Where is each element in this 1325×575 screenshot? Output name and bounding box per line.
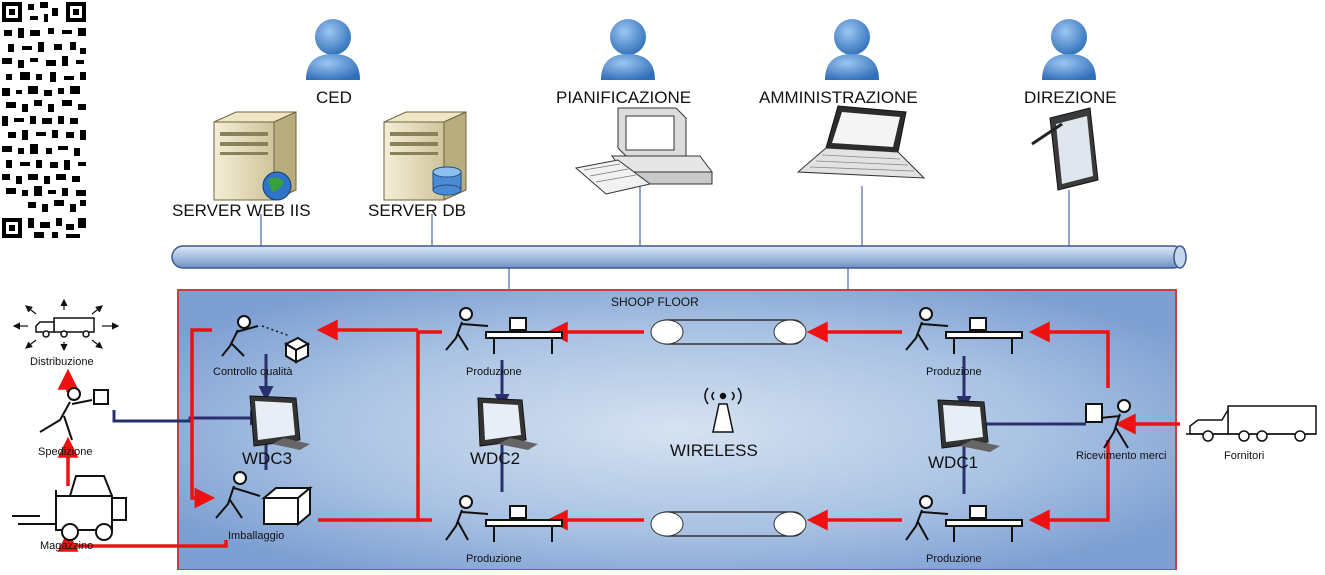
terminal-wdc2-icon: [477, 397, 538, 450]
station-produzione-bl-icon: [445, 495, 563, 542]
user-label-pianificazione: PIANIFICAZIONE: [556, 88, 692, 107]
station-imballaggio-icon: [215, 471, 313, 527]
station-controllo-icon: [221, 315, 311, 364]
terminal-wdc1-icon: [937, 399, 1000, 452]
wireless-antenna-icon: [704, 387, 742, 433]
user-label-amministrazione: AMMINISTRAZIONE: [759, 88, 918, 107]
server-label-web: SERVER WEB IIS: [172, 201, 311, 220]
laptop-icon: [796, 105, 926, 179]
station-ricevimento-icon: [1085, 399, 1131, 449]
terminal-label-wdc2: WDC2: [470, 449, 521, 468]
station-label-produzione-tr: Produzione: [926, 366, 982, 378]
server-db-icon: [383, 111, 467, 201]
terminal-label-wdc1: WDC1: [928, 453, 979, 472]
station-produzione-tr-icon: [905, 307, 1023, 354]
user-icon-direzione: [1042, 19, 1096, 80]
label-fornitori: Fornitori: [1224, 450, 1265, 462]
desktop-computer-icon: [574, 107, 713, 195]
user-icon-pianificazione: [601, 19, 655, 80]
shop-floor-title: SHOOP FLOOR: [611, 295, 699, 309]
label-magazzino: Magazzino: [40, 540, 94, 552]
qr-code: [0, 0, 90, 242]
conveyor-top: [650, 319, 807, 345]
terminal-label-wdc3: WDC3: [242, 449, 293, 468]
label-spedizione: Spedizione: [38, 446, 93, 458]
backbone-drops: [260, 186, 1070, 290]
station-produzione-br-icon: [905, 495, 1023, 542]
data-links: [112, 354, 1086, 494]
tablet-icon: [1031, 107, 1099, 191]
supplier-truck-icon: [1186, 405, 1317, 442]
forklift-icon: [12, 475, 127, 541]
station-label-produzione-br: Produzione: [926, 553, 982, 565]
station-label-ricevimento: Ricevimento merci: [1076, 450, 1167, 462]
label-distribuzione: Distribuzione: [30, 356, 94, 368]
station-produzione-tl-icon: [445, 307, 563, 354]
server-web-icon: [213, 111, 297, 201]
user-label-direzione: DIREZIONE: [1024, 88, 1117, 107]
distribution-truck-icon: [12, 298, 120, 352]
server-label-db: SERVER DB: [368, 201, 466, 220]
station-label-imballaggio: Imballaggio: [228, 530, 285, 542]
user-label-ced: CED: [316, 88, 352, 107]
user-icon-ced: [306, 19, 360, 80]
wireless-label: WIRELESS: [670, 441, 758, 460]
network-backbone: [171, 245, 1187, 269]
terminal-wdc3-icon: [249, 395, 310, 450]
user-icon-amministrazione: [825, 19, 879, 80]
station-label-controllo: Controllo qualità: [213, 366, 293, 378]
shipping-worker-icon: [39, 387, 109, 441]
conveyor-bottom: [650, 511, 807, 537]
station-label-produzione-bl: Produzione: [466, 553, 522, 565]
material-flow: [57, 319, 1180, 552]
station-label-produzione-tl: Produzione: [466, 366, 522, 378]
